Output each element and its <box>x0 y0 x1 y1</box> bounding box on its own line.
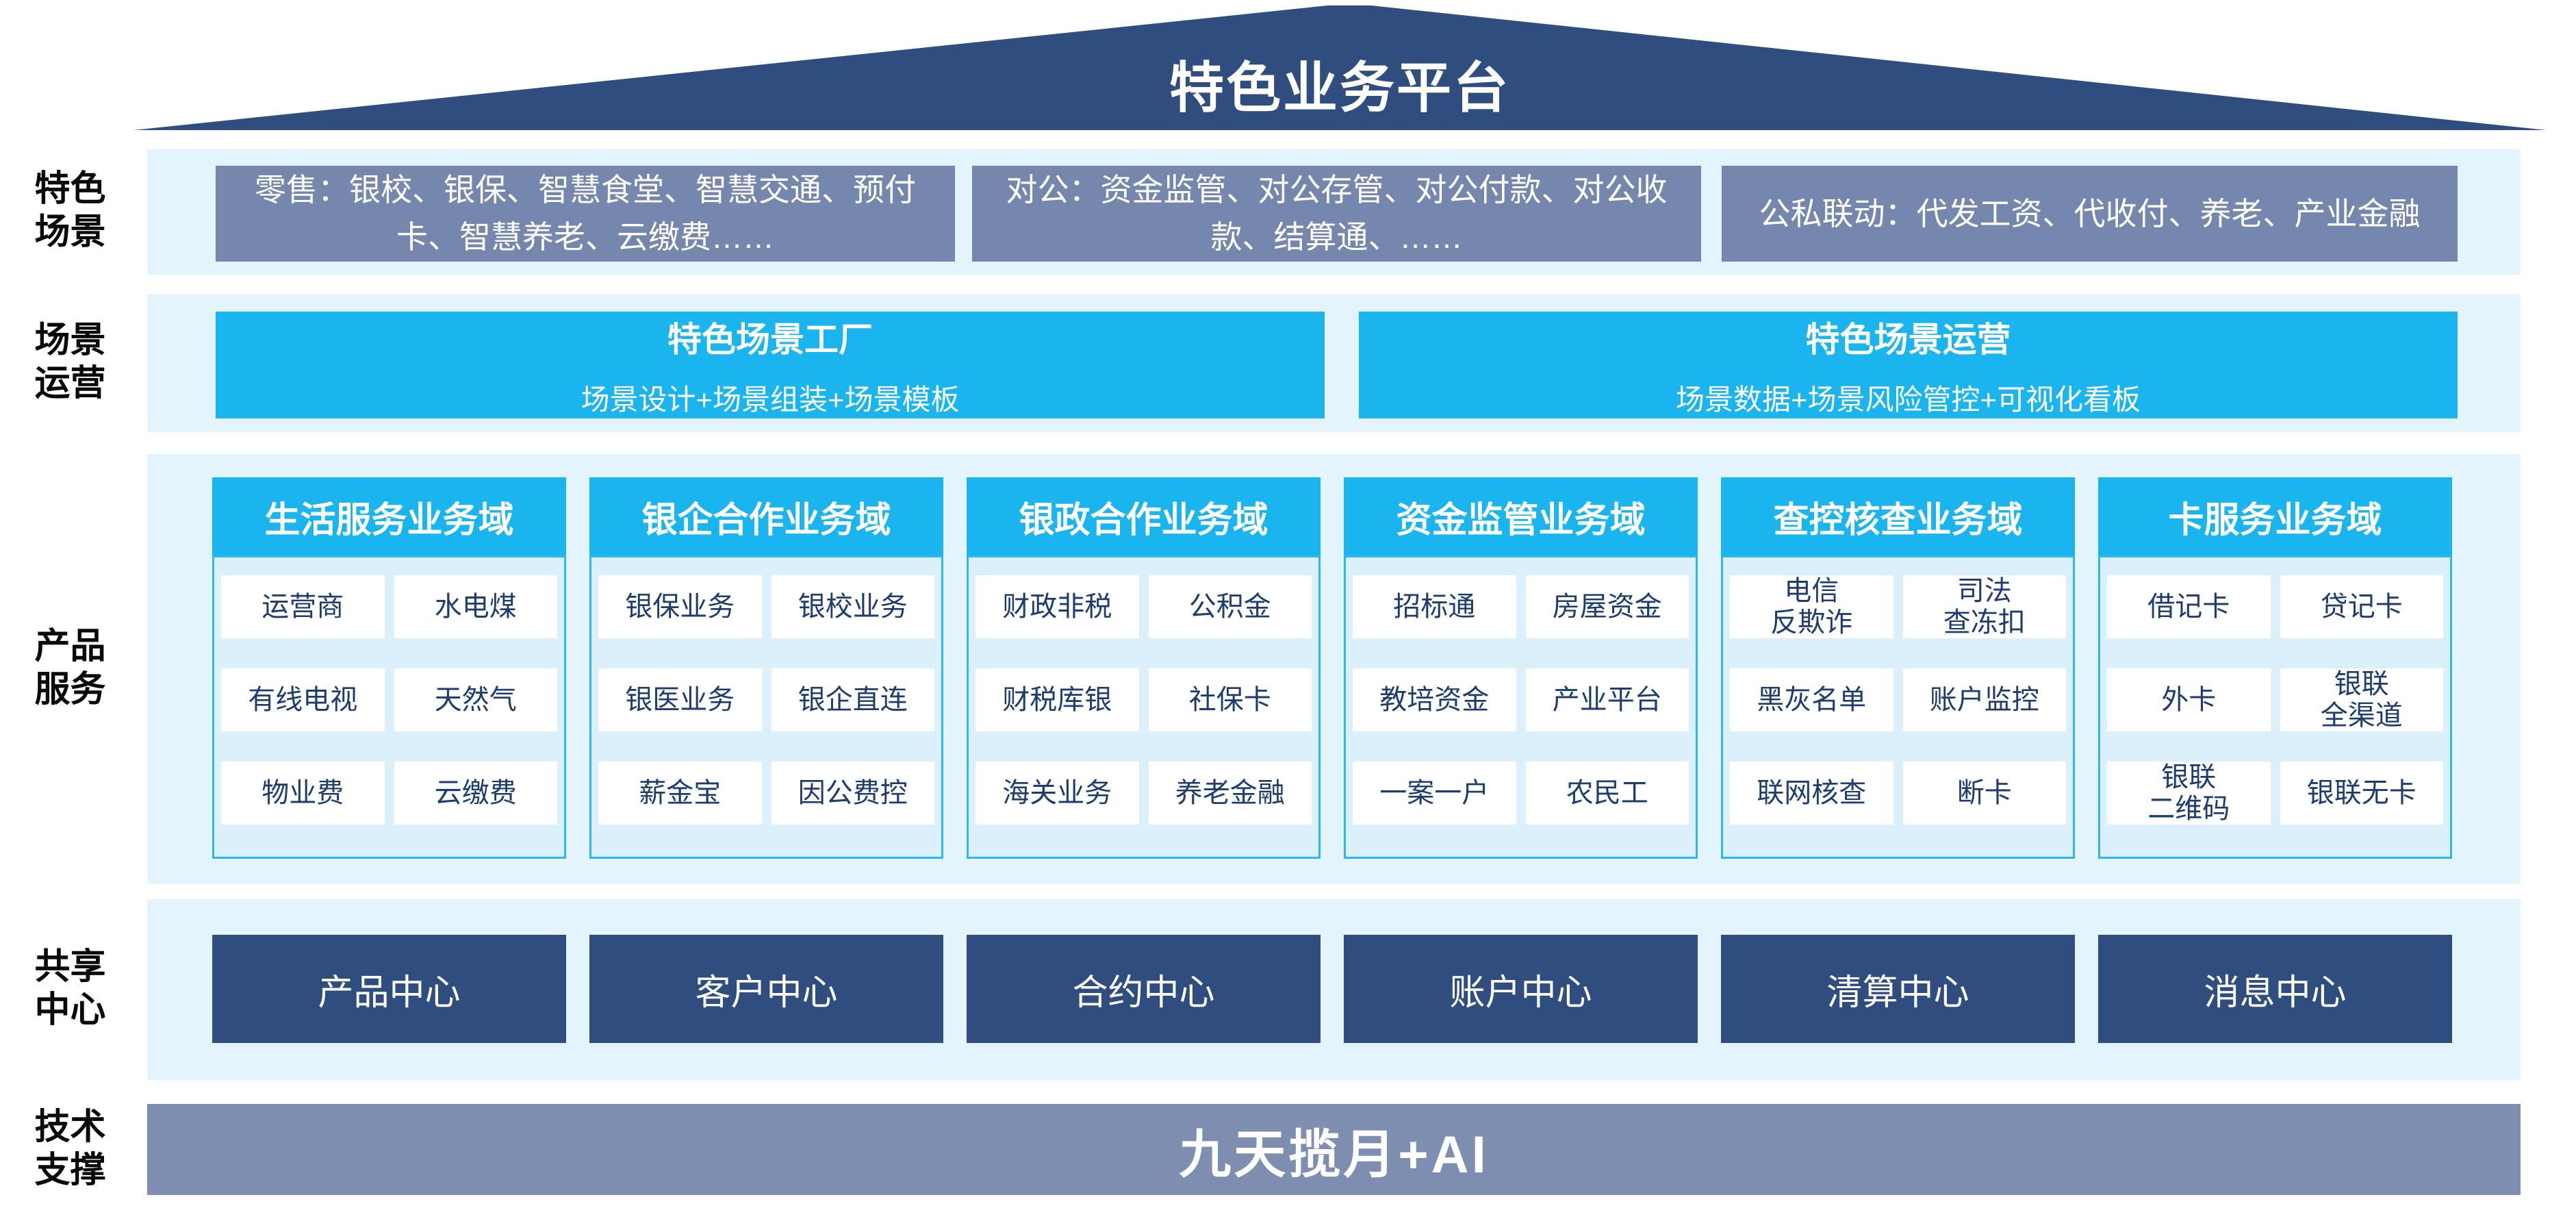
product-cell: 银联 二维码 <box>2107 762 2271 825</box>
row-label-tech: 技术 支撑 <box>34 1107 106 1191</box>
column-header: 银政合作业务域 <box>967 477 1321 555</box>
scene-box-linkage: 公私联动：代发工资、代收付、养老、产业金融 <box>1722 166 2458 262</box>
scenario-factory-subtitle: 场景设计+场景组装+场景模板 <box>581 383 960 416</box>
product-cell: 社保卡 <box>1148 668 1312 731</box>
product-column-life-services: 生活服务业务域 运营商 水电煤 有线电视 天然气 物业费 云缴费 <box>212 477 566 859</box>
product-cell: 联网核查 <box>1730 762 1893 825</box>
product-column-fund-supervision: 资金监管业务域 招标通 房屋资金 教培资金 产业平台 一案一户 农民工 <box>1344 477 1698 859</box>
column-header: 资金监管业务域 <box>1344 477 1698 555</box>
shared-center-clearing: 清算中心 <box>1721 935 2075 1043</box>
product-cell: 银企直连 <box>771 668 934 731</box>
product-cell: 招标通 <box>1353 575 1516 638</box>
scene-box-corporate: 对公：资金监管、对公存管、对公付款、对公收款、结算通、…… <box>972 166 1701 262</box>
scenario-factory-box: 特色场景工厂 场景设计+场景组装+场景模板 <box>216 312 1325 418</box>
product-cell: 财税库银 <box>975 668 1139 731</box>
row-label-operation: 场景 运营 <box>34 320 106 404</box>
platform-title: 特色业务平台 <box>1169 58 1510 118</box>
shared-center-account: 账户中心 <box>1344 935 1698 1043</box>
scenario-operation-box: 特色场景运营 场景数据+场景风险管控+可视化看板 <box>1359 312 2458 418</box>
row-label-products: 产品 服务 <box>34 627 106 710</box>
product-column-bank-government: 银政合作业务域 财政非税 公积金 财税库银 社保卡 海关业务 养老金融 <box>967 477 1321 859</box>
product-cell: 银联 全渠道 <box>2280 668 2443 731</box>
product-cell: 水电煤 <box>394 575 557 638</box>
product-cell: 贷记卡 <box>2280 575 2443 638</box>
shared-center-message: 消息中心 <box>2098 935 2452 1043</box>
column-header: 查控核查业务域 <box>1721 477 2075 555</box>
column-body: 电信 反欺诈 司法 查冻扣 黑灰名单 账户监控 联网核查 断卡 <box>1721 555 2075 859</box>
platform-roof: 特色业务平台 <box>133 5 2546 130</box>
product-cell: 房屋资金 <box>1525 575 1689 638</box>
column-body: 借记卡 贷记卡 外卡 银联 全渠道 银联 二维码 银联无卡 <box>2098 555 2452 859</box>
product-cell: 司法 查冻扣 <box>1902 575 2066 638</box>
row-label-scenes: 特色 场景 <box>34 169 106 253</box>
tech-support-bar: 九天揽月+AI <box>147 1104 2521 1195</box>
product-cell: 因公费控 <box>771 762 934 825</box>
product-cell: 养老金融 <box>1148 762 1312 825</box>
scenario-operation-title: 特色场景运营 <box>1805 320 2011 359</box>
scenario-factory-title: 特色场景工厂 <box>667 320 873 359</box>
product-cell: 银保业务 <box>598 575 762 638</box>
product-cell: 有线电视 <box>221 668 385 731</box>
scene-box-retail: 零售：银校、银保、智慧食堂、智慧交通、预付卡、智慧养老、云缴费…… <box>216 166 955 262</box>
product-cell: 一案一户 <box>1353 762 1516 825</box>
product-cell: 电信 反欺诈 <box>1730 575 1893 638</box>
product-column-card-services: 卡服务业务域 借记卡 贷记卡 外卡 银联 全渠道 银联 二维码 银联无卡 <box>2098 477 2452 859</box>
product-cell: 账户监控 <box>1902 668 2066 731</box>
column-header: 银企合作业务域 <box>589 477 943 555</box>
shared-center-customer: 客户中心 <box>589 935 943 1043</box>
product-cell: 云缴费 <box>394 762 557 825</box>
product-cell: 薪金宝 <box>598 762 762 825</box>
product-column-bank-enterprise: 银企合作业务域 银保业务 银校业务 银医业务 银企直连 薪金宝 因公费控 <box>589 477 943 859</box>
product-cell: 银校业务 <box>771 575 934 638</box>
column-header: 卡服务业务域 <box>2098 477 2452 555</box>
product-cell: 财政非税 <box>975 575 1139 638</box>
column-body: 运营商 水电煤 有线电视 天然气 物业费 云缴费 <box>212 555 566 859</box>
column-body: 招标通 房屋资金 教培资金 产业平台 一案一户 农民工 <box>1344 555 1698 859</box>
column-body: 财政非税 公积金 财税库银 社保卡 海关业务 养老金融 <box>967 555 1321 859</box>
shared-center-contract: 合约中心 <box>967 935 1321 1043</box>
product-cell: 农民工 <box>1525 762 1689 825</box>
scenario-operation-subtitle: 场景数据+场景风险管控+可视化看板 <box>1675 383 2141 416</box>
product-cell: 天然气 <box>394 668 557 731</box>
product-cell: 银医业务 <box>598 668 762 731</box>
product-cell: 借记卡 <box>2107 575 2271 638</box>
product-cell: 教培资金 <box>1353 668 1516 731</box>
product-cell: 黑灰名单 <box>1730 668 1893 731</box>
product-cell: 外卡 <box>2107 668 2271 731</box>
product-cell: 公积金 <box>1148 575 1312 638</box>
column-body: 银保业务 银校业务 银医业务 银企直连 薪金宝 因公费控 <box>589 555 943 859</box>
product-cell: 运营商 <box>221 575 385 638</box>
column-header: 生活服务业务域 <box>212 477 566 555</box>
product-cell: 物业费 <box>221 762 385 825</box>
row-label-shared: 共享 中心 <box>34 947 106 1031</box>
product-cell: 断卡 <box>1902 762 2066 825</box>
product-column-inquiry-control: 查控核查业务域 电信 反欺诈 司法 查冻扣 黑灰名单 账户监控 联网核查 断卡 <box>1721 477 2075 859</box>
product-cell: 海关业务 <box>975 762 1139 825</box>
product-cell: 产业平台 <box>1525 668 1689 731</box>
shared-center-product: 产品中心 <box>212 935 566 1043</box>
product-cell: 银联无卡 <box>2280 762 2443 825</box>
